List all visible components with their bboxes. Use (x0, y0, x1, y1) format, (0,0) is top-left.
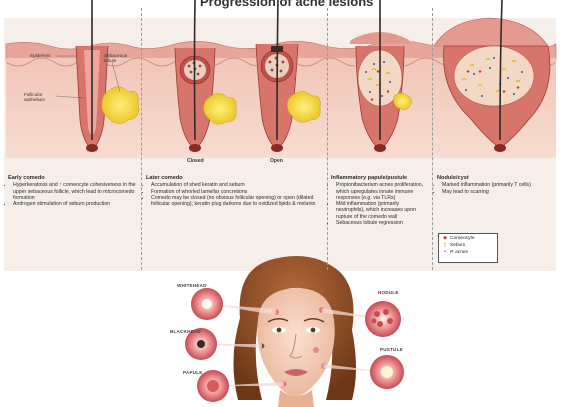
stage-item: Propionibacterium acnes proliferation, w… (336, 182, 429, 201)
bacteria-icon: • (442, 249, 448, 256)
stage-item: Mild inflammation (primarily neutrophils… (336, 201, 429, 220)
stage-item: Comedo may be closed (no obvious follicu… (151, 195, 324, 208)
papule-label: PAPULE (183, 370, 203, 375)
legend-item-corneocyte: ◆ Corneocyte (442, 235, 494, 242)
legend-label: P. acnes (450, 249, 468, 256)
legend-label: Corneocyte (450, 235, 475, 242)
follicular-epithelium-label: Follicular epithelium (24, 92, 54, 102)
closed-comedo-label: Closed (187, 158, 204, 164)
stage-divider (327, 8, 329, 270)
stage-item: Hyperkeratosis and ↑ corneocyte cohesive… (13, 182, 136, 201)
stage-inflammatory-papule: Inflammatory papule/pustule Propionibact… (331, 175, 429, 226)
stage-title: Early comedo (8, 175, 136, 181)
stage-title: Later comedo (146, 175, 324, 181)
stage-later-comedo: Later comedo Accumulation of shed kerati… (146, 175, 324, 207)
pustule-label: PUSTULE (380, 347, 403, 352)
legend: ◆ Corneocyte ( Sebum • P. acnes (438, 233, 498, 263)
open-comedo-label: Open (270, 158, 283, 164)
stage-item: May lead to scarring (442, 189, 553, 195)
sebum-icon: ( (442, 242, 448, 249)
sebaceous-lobule-label: Sebaceous lobule (104, 53, 136, 63)
stage-divider (432, 8, 434, 270)
legend-item-sebum: ( Sebum (442, 242, 494, 249)
stage-title: Inflammatory papule/pustule (331, 175, 429, 181)
stage-nodule-cyst: Nodule/cyst Marked inflammation (primari… (437, 175, 553, 195)
stage-early-comedo: Early comedo Hyperkeratosis and ↑ corneo… (8, 175, 136, 207)
stage-title: Nodule/cyst (437, 175, 553, 181)
stage-divider (141, 8, 143, 270)
whitehead-label: WHITEHEAD (177, 283, 207, 288)
blackhead-label: BLACKHEAD (170, 329, 201, 334)
stage-item: Androgen stimulation of sebum production (13, 201, 136, 207)
corneocyte-icon: ◆ (442, 235, 448, 242)
epidermis-label: Epidermis (30, 53, 50, 58)
legend-item-p-acnes: • P. acnes (442, 249, 494, 256)
stage-item: Sebaceous lobule regression (336, 220, 429, 226)
nodule-label: NODULE (378, 290, 399, 295)
legend-label: Sebum (450, 242, 465, 249)
